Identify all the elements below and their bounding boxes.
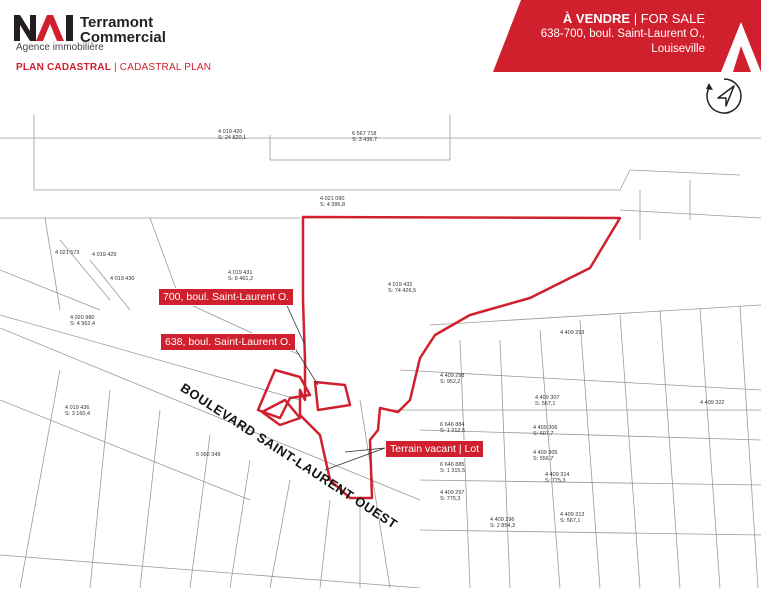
callout-vacant-label: Terrain vacant | Lot	[390, 443, 480, 455]
lot-label: 4 021 573	[55, 250, 79, 256]
callout-638[interactable]: 638, boul. Saint-Laurent O.	[160, 333, 297, 351]
banner-shape	[493, 0, 761, 72]
lot-number: 4 409 297	[440, 490, 465, 496]
logo-name-line2: Commercial	[80, 29, 166, 46]
lot-number: 4 409 296	[490, 517, 515, 523]
banner-title-bold: À VENDRE	[562, 11, 631, 26]
lot-area: S: 1 315,5	[440, 468, 466, 474]
lot-number: 4 409 298	[440, 373, 465, 379]
lot-number: 4 019 430	[110, 276, 135, 282]
lot-number: 4 409 307	[535, 395, 560, 401]
lot-label: 5 092 349	[196, 452, 220, 458]
lot-area: S: 952,2	[440, 379, 461, 385]
lot-number: 4 409 322	[700, 400, 725, 406]
lot-area: S: 607,7	[533, 431, 554, 437]
lot-number: 4 019 420	[218, 129, 243, 135]
lot-number: 6 646 884	[440, 422, 465, 428]
lot-label: 4 019 430	[110, 276, 134, 282]
cadastral-map-drawing	[0, 115, 761, 589]
lot-area: S: 1 212,5	[440, 428, 466, 434]
nai-logo-icon	[14, 15, 73, 41]
logo-tagline: Agence immobilière	[16, 42, 104, 53]
lot-number: 4 409 306	[533, 425, 558, 431]
banner-title: À VENDRE | FOR SALE	[541, 11, 705, 26]
plan-title-bold: PLAN CADASTRAL	[16, 62, 112, 73]
lot-number: 4 021 573	[55, 250, 80, 256]
lot-area: S: 4 962,4	[70, 321, 96, 327]
lot-area: S: 2 854,3	[490, 523, 516, 529]
lot-area: S: 775,3	[545, 478, 566, 484]
north-arrow-icon	[706, 78, 742, 114]
logo-company-name: Terramont Commercial	[80, 15, 166, 45]
lot-lines	[0, 115, 761, 589]
lot-number: 4 409 313	[560, 512, 585, 518]
banner-address-line1: 638-700, boul. Saint-Laurent O.,	[540, 28, 705, 40]
callout-700[interactable]: 700, boul. Saint-Laurent O.	[158, 288, 295, 306]
lot-number: 4 019 436	[65, 405, 90, 411]
banner-text: À VENDRE | FOR SALE 638-700, boul. Saint…	[541, 11, 705, 56]
lot-area: S: 8 461,2	[228, 276, 254, 282]
lot-area: S: 24 820,1	[218, 135, 247, 141]
lot-number: 4 020 980	[70, 315, 95, 321]
banner-title-rest: | FOR SALE	[630, 11, 705, 26]
company-logo[interactable]: Terramont Commercial Agence immobilière	[14, 13, 174, 55]
lot-number: 6 646 885	[440, 462, 465, 468]
lot-number: 4 019 429	[92, 252, 117, 258]
lot-number: 6 567 718	[352, 131, 377, 137]
lot-area: S: 775,3	[440, 496, 461, 502]
lot-number: 4 019 432	[388, 282, 413, 288]
lot-number: 4 021 090	[320, 196, 345, 202]
lot-number: 4 409 305	[533, 450, 558, 456]
lot-area: S: 567,1	[560, 518, 581, 524]
lot-number: 4 409 293	[560, 330, 585, 336]
lot-number: 4 409 314	[545, 472, 570, 478]
lot-area: S: 74 426,5	[388, 288, 417, 294]
lot-number: 5 092 349	[196, 452, 221, 458]
lot-area: S: 556,7	[533, 456, 554, 462]
subject-property-outline	[256, 215, 622, 500]
lot-area: S: 567,1	[535, 401, 556, 407]
sale-banner: À VENDRE | FOR SALE 638-700, boul. Saint…	[493, 0, 761, 72]
callout-638-label: 638, boul. Saint-Laurent O.	[165, 336, 292, 348]
lot-number: 4 019 431	[228, 270, 253, 276]
lot-area: S: 3 436,7	[352, 137, 378, 143]
banner-address-line2: Louiseville	[651, 43, 705, 55]
plan-title-rest: | CADASTRAL PLAN	[111, 62, 212, 73]
lot-area: S: 4 386,8	[320, 202, 346, 208]
callout-700-label: 700, boul. Saint-Laurent O.	[163, 291, 290, 303]
header: Terramont Commercial Agence immobilière …	[0, 0, 761, 73]
lot-label: 4 409 322	[700, 400, 724, 406]
lot-area: S: 3 160,4	[65, 411, 91, 417]
lot-label: 4 019 429	[92, 252, 116, 258]
lot-label: 4 409 293	[560, 330, 584, 336]
callout-vacant-lot[interactable]: Terrain vacant | Lot	[385, 440, 485, 458]
plan-title: PLAN CADASTRAL | CADASTRAL PLAN	[16, 62, 211, 73]
logo-name-line1: Terramont	[80, 14, 154, 31]
